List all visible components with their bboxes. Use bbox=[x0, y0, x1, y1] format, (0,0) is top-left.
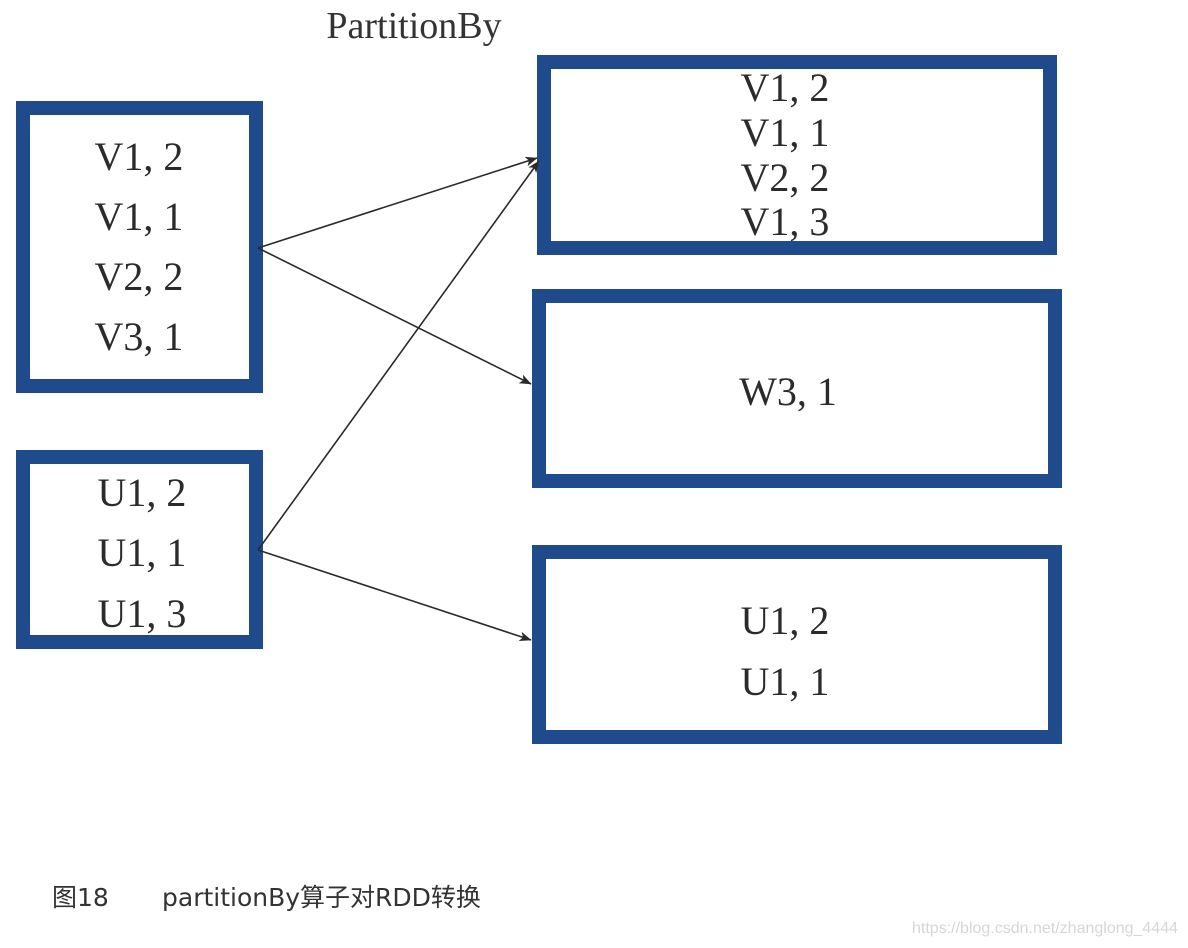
target-partition-1-entry-3: V2, 2 bbox=[741, 155, 830, 200]
target-partition-1-entry-2: V1, 1 bbox=[741, 110, 830, 155]
arrow-source2-to-target3 bbox=[257, 549, 532, 641]
arrow-source1-to-target1 bbox=[257, 156, 538, 249]
target-partition-3-entry-1: U1, 2 bbox=[741, 598, 830, 643]
target-partition-1-entry-4: V1, 3 bbox=[741, 199, 830, 244]
figure-caption: 图18 partitionBy算子对RDD转换 bbox=[52, 878, 481, 914]
shuffle-arrows bbox=[257, 156, 540, 641]
diagram-title: PartitionBy bbox=[326, 5, 501, 47]
arrow-source2-to-target1 bbox=[257, 160, 540, 551]
figure-number: 图18 bbox=[52, 883, 109, 912]
source-partition-1-box bbox=[16, 101, 263, 393]
target-partition-3-entry-2: U1, 1 bbox=[741, 659, 830, 704]
source-partition-1-entry-4: V3, 1 bbox=[95, 314, 184, 359]
source-partition-1-entry-1: V1, 2 bbox=[95, 134, 184, 179]
figure-caption-text: partitionBy算子对RDD转换 bbox=[162, 883, 481, 912]
source-partition-1: V1, 2 V1, 1 V2, 2 V3, 1 bbox=[16, 101, 263, 393]
target-partition-1: V1, 2 V1, 1 V2, 2 V1, 3 bbox=[537, 55, 1057, 255]
target-partition-1-entry-1: V1, 2 bbox=[741, 65, 830, 110]
source-partition-1-entry-3: V2, 2 bbox=[95, 254, 184, 299]
source-partition-2-box bbox=[16, 450, 263, 649]
target-partition-3: U1, 2 U1, 1 bbox=[532, 545, 1062, 744]
arrow-source1-to-target2 bbox=[257, 247, 532, 385]
target-partition-1-box bbox=[537, 55, 1057, 255]
source-partition-2-entry-2: U1, 1 bbox=[98, 530, 187, 575]
target-partition-2-entry-1: W3, 1 bbox=[739, 369, 837, 414]
source-partition-1-entry-2: V1, 1 bbox=[95, 194, 184, 239]
source-partition-2: U1, 2 U1, 1 U1, 3 bbox=[16, 450, 263, 649]
target-partition-2-box bbox=[532, 289, 1062, 488]
target-partition-3-box bbox=[532, 545, 1062, 744]
source-partition-2-entry-1: U1, 2 bbox=[98, 470, 187, 515]
source-partition-2-entry-3: U1, 3 bbox=[98, 591, 187, 636]
watermark: https://blog.csdn.net/zhanglong_4444 bbox=[912, 920, 1178, 937]
target-partition-2: W3, 1 bbox=[532, 289, 1062, 488]
